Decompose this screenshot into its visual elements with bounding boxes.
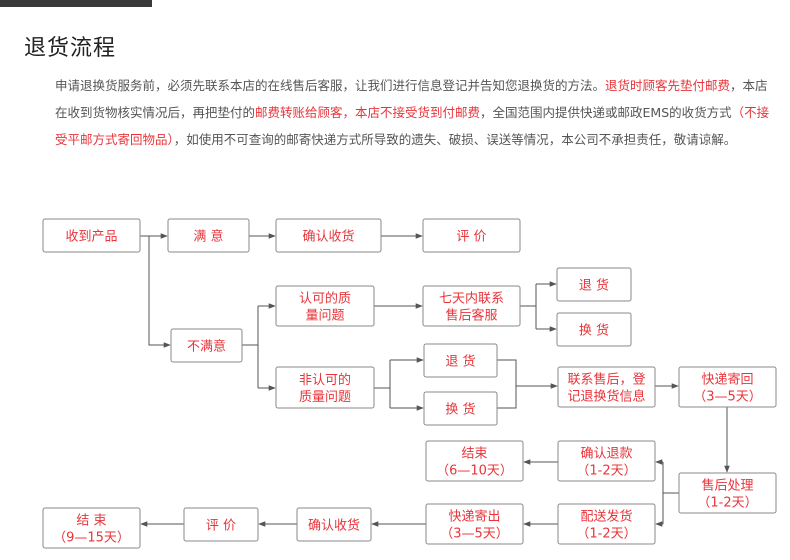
node-label: 评 价 xyxy=(456,230,486,245)
node-box xyxy=(422,218,521,253)
node-label: 认可的质 xyxy=(299,291,351,307)
node-unsatisfied: 不满意 xyxy=(170,328,243,363)
node-box xyxy=(170,328,243,363)
node-label: 联系售后，登 xyxy=(567,372,645,388)
node-label: （9—15天） xyxy=(53,531,130,546)
node-label: 售后处理 xyxy=(701,478,753,494)
node-label: 快递寄回 xyxy=(701,372,753,388)
flowchart-nodes: 收到产品满 意确认收货评 价不满意认可的质量问题七天内联系售后客服退 货换 货非… xyxy=(42,218,777,549)
node-label: 确认收货 xyxy=(302,229,354,245)
node-end1: 结束 （6—10天） xyxy=(425,440,524,482)
node-label: 不满意 xyxy=(187,339,226,355)
intro-text-4: ，如使用不可查询的邮寄快递方式所导致的遗失、破损、误送等情况，本公司不承担责任，… xyxy=(173,132,737,147)
intro-text-3: ，全国范围内提供快递或邮政EMS的收货方式 xyxy=(480,105,732,120)
flow-line xyxy=(497,359,517,409)
node-label: 退 货 xyxy=(445,354,475,370)
node-exchange2: 换 货 xyxy=(423,391,498,426)
node-box xyxy=(425,440,524,482)
intro-highlight-1: 退货时顾客先垫付邮费 xyxy=(605,78,731,93)
node-label: 满 意 xyxy=(193,229,223,245)
top-accent-bar xyxy=(0,0,152,7)
node-label: 量问题 xyxy=(305,309,344,324)
node-ship-back: 快递寄回 （3—5天） xyxy=(678,366,777,408)
node-label: 评 价 xyxy=(206,519,236,534)
node-box xyxy=(275,218,382,253)
node-box xyxy=(296,507,372,542)
node-label: 换 货 xyxy=(579,323,609,339)
node-label: 结束 xyxy=(461,447,487,462)
node-label: 换 货 xyxy=(445,402,475,418)
node-return2: 退 货 xyxy=(423,343,498,378)
node-label: （1-2天） xyxy=(697,496,757,511)
return-flowchart: 收到产品满 意确认收货评 价不满意认可的质量问题七天内联系售后客服退 货换 货非… xyxy=(42,218,777,549)
node-box xyxy=(167,218,250,253)
node-label: （6—10天） xyxy=(436,464,513,479)
node-box xyxy=(556,267,632,302)
intro-paragraph: 申请退换货服务前，必须先联系本店的在线售后客服，让我们进行信息登记并告知您退换货… xyxy=(55,72,775,153)
node-label: 确认收货 xyxy=(308,518,360,534)
node-label: 非认可的 xyxy=(299,372,351,388)
node-confirm1: 确认收货 xyxy=(275,218,382,253)
node-label: 质量问题 xyxy=(299,390,351,405)
page-title: 退货流程 xyxy=(24,36,117,61)
node-box xyxy=(275,366,375,409)
node-satisfied: 满 意 xyxy=(167,218,250,253)
node-label: 确认退款 xyxy=(580,447,632,462)
node-label: 收到产品 xyxy=(65,230,117,245)
node-label: 七天内联系 xyxy=(439,291,504,307)
node-box xyxy=(556,312,632,347)
node-label: 记退换货信息 xyxy=(567,389,645,405)
node-label: （1-2天） xyxy=(576,527,636,542)
node-review1: 评 价 xyxy=(422,218,521,253)
node-label: （1-2天） xyxy=(576,464,636,479)
node-deliver: 配送发货 （1-2天） xyxy=(557,503,656,545)
node-label: （3—5天） xyxy=(440,527,509,542)
node-label: （3—5天） xyxy=(693,390,762,405)
node-return1: 退 货 xyxy=(556,267,632,302)
node-ship-out: 快递寄出 （3—5天） xyxy=(425,503,524,545)
node-aftersale: 售后处理 （1-2天） xyxy=(678,472,777,514)
node-box xyxy=(183,507,259,542)
node-box xyxy=(557,440,656,482)
flow-arrow xyxy=(148,236,171,348)
node-box xyxy=(422,285,521,327)
node-review2: 评 价 xyxy=(183,507,259,542)
node-box xyxy=(425,503,524,545)
flowchart-connectors xyxy=(140,233,730,527)
node-box xyxy=(678,366,777,408)
node-label: 售后客服 xyxy=(445,308,497,324)
node-end2: 结 束 （9—15天） xyxy=(42,507,141,549)
intro-text-2: ，本店在收到货物核实情况后，再把垫付的 xyxy=(55,78,768,120)
node-exchange1: 换 货 xyxy=(556,312,632,347)
node-box xyxy=(423,343,498,378)
node-label: 退 货 xyxy=(579,278,609,294)
node-label: 快递寄出 xyxy=(448,509,500,525)
node-confirm2: 确认收货 xyxy=(296,507,372,542)
intro-highlight-2: 邮费转账给顾客，本店不接受货到付邮费 xyxy=(255,105,481,120)
intro-highlight-3: （不接受平邮方式寄回物品） xyxy=(55,105,770,147)
node-box xyxy=(275,285,375,327)
node-box xyxy=(557,503,656,545)
node-box xyxy=(42,218,141,253)
node-refund: 确认退款 （1-2天） xyxy=(557,440,656,482)
node-box xyxy=(557,366,656,408)
node-box xyxy=(42,507,141,549)
intro-text-1: 申请退换货服务前，必须先联系本店的在线售后客服，让我们进行信息登记并告知您退换货… xyxy=(55,78,606,93)
node-label: 结 束 xyxy=(76,514,106,529)
node-received: 收到产品 xyxy=(42,218,141,253)
node-box xyxy=(678,472,777,514)
node-box xyxy=(423,391,498,426)
node-label: 配送发货 xyxy=(580,509,632,525)
